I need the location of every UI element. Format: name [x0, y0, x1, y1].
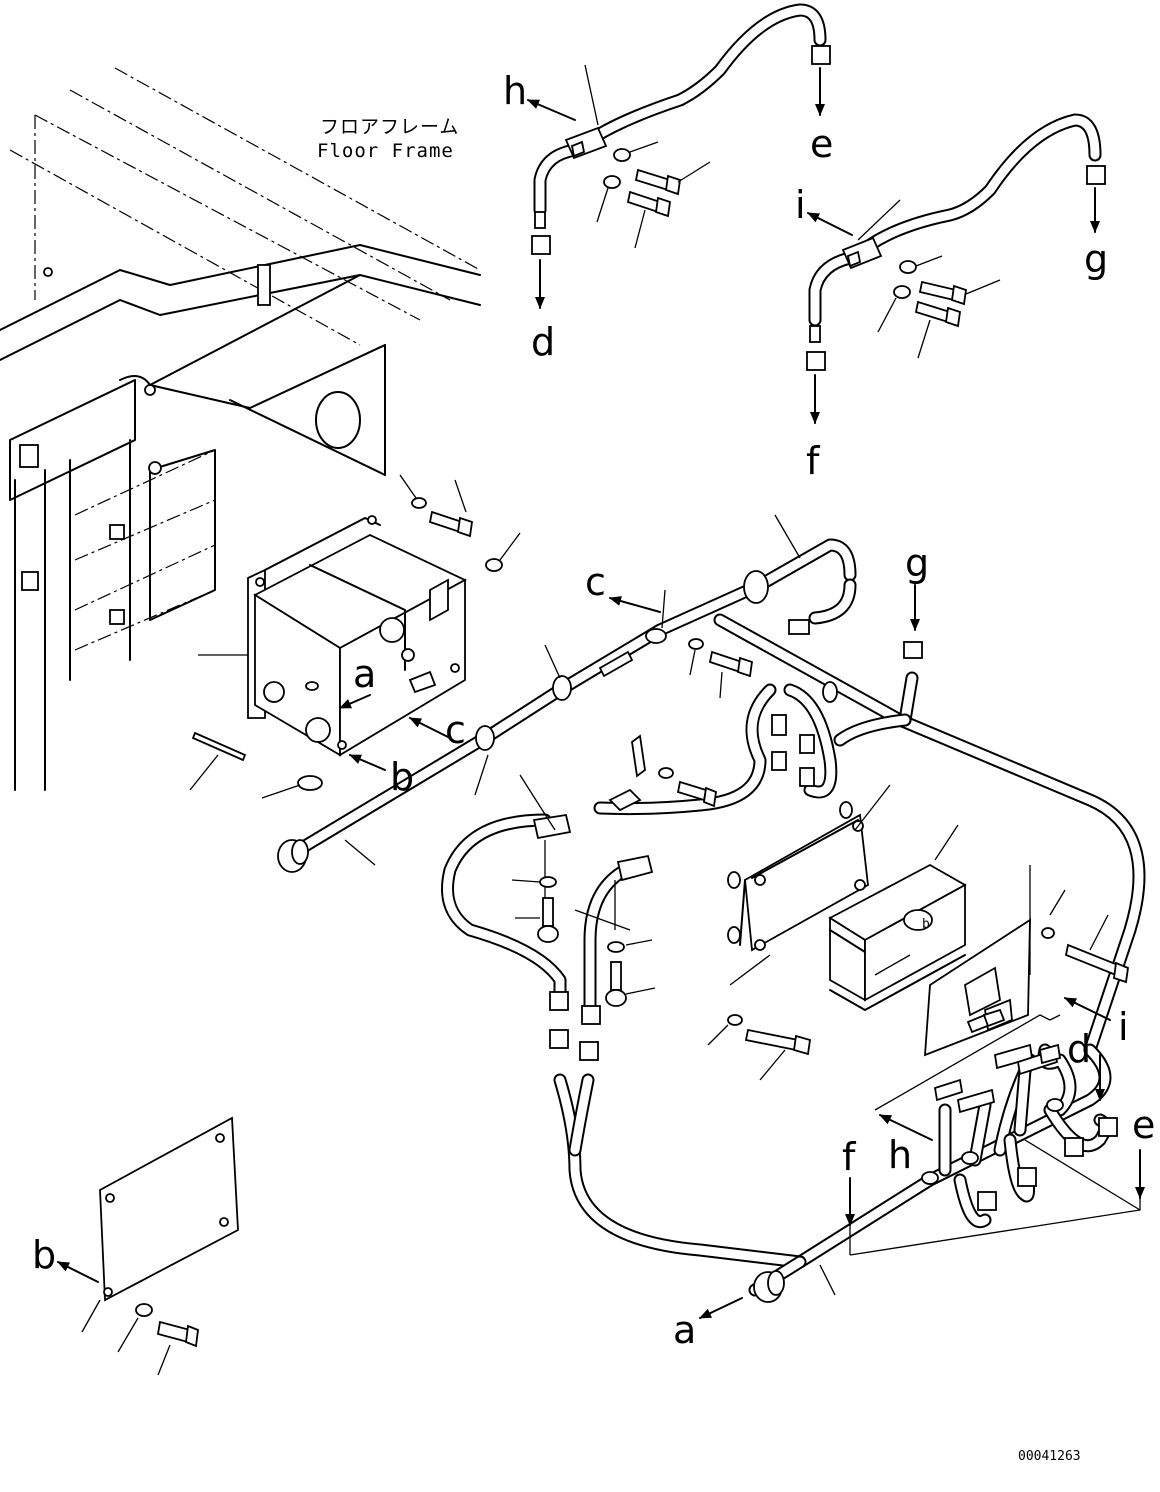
drawing-number: 00041263 [1018, 1449, 1081, 1464]
reference-arrows [57, 67, 1145, 1319]
controller-box [247, 515, 467, 757]
svg-text:b: b [922, 917, 930, 932]
label-h-lower: h [888, 1133, 912, 1177]
middle-hardware [511, 638, 753, 1061]
label-d-lower: d [1067, 1027, 1091, 1071]
cover-plate [81, 1116, 239, 1376]
label-f-top: f [806, 439, 821, 483]
pcb-board [727, 784, 891, 952]
label-g-mid: g [905, 541, 929, 585]
label-e-top: e [810, 122, 833, 166]
label-i-top: i [795, 183, 806, 227]
label-b-cover: b [32, 1233, 56, 1277]
sub-harness-h [531, 3, 831, 255]
sub-harness-i [806, 113, 1106, 371]
label-i-lower: i [1118, 1005, 1129, 1049]
floor-frame-title-jp: フロアフレーム [320, 116, 459, 138]
label-a-lower: a [673, 1308, 696, 1352]
floor-frame-title-en: Floor Frame [317, 140, 454, 162]
mounting-bracket [924, 865, 1129, 1057]
label-b-box: b [390, 755, 414, 799]
label-c-upper: c [585, 560, 606, 604]
control-unit: b [828, 824, 967, 1011]
label-f-lower: f [842, 1135, 857, 1179]
label-e-lower: e [1132, 1103, 1155, 1147]
floor-frame [0, 67, 481, 791]
label-d-top: d [531, 320, 555, 364]
harness-connectors [277, 514, 923, 873]
grommet [297, 775, 323, 791]
label-g-top: g [1084, 237, 1108, 281]
label-a-box: a [353, 652, 376, 696]
seal-strip [191, 731, 247, 762]
label-c-box: c [445, 708, 466, 752]
lower-connectors [753, 1008, 1118, 1303]
label-h-top: h [503, 69, 527, 113]
